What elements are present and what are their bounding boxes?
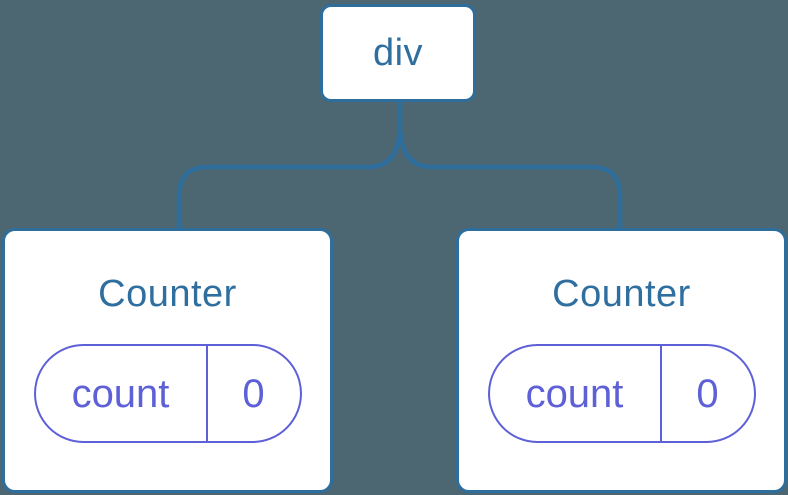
state-value-section: 0 bbox=[662, 346, 754, 441]
counter-title: Counter bbox=[552, 273, 691, 315]
counter-title: Counter bbox=[98, 273, 237, 315]
state-label: count bbox=[525, 371, 624, 416]
state-pill: count 0 bbox=[33, 344, 302, 443]
root-node-label: div bbox=[372, 32, 424, 74]
counter-card-left: Counter count 0 bbox=[2, 228, 333, 493]
connector-right-branch bbox=[397, 123, 623, 229]
counter-card-right: Counter count 0 bbox=[456, 228, 787, 493]
state-label-section: count bbox=[490, 346, 662, 441]
root-node: div bbox=[320, 4, 476, 102]
state-value: 0 bbox=[242, 371, 265, 416]
state-label: count bbox=[71, 371, 170, 416]
state-pill: count 0 bbox=[487, 344, 756, 443]
connector-left-branch bbox=[176, 101, 403, 229]
state-value: 0 bbox=[696, 371, 719, 416]
state-value-section: 0 bbox=[208, 346, 300, 441]
state-label-section: count bbox=[36, 346, 208, 441]
